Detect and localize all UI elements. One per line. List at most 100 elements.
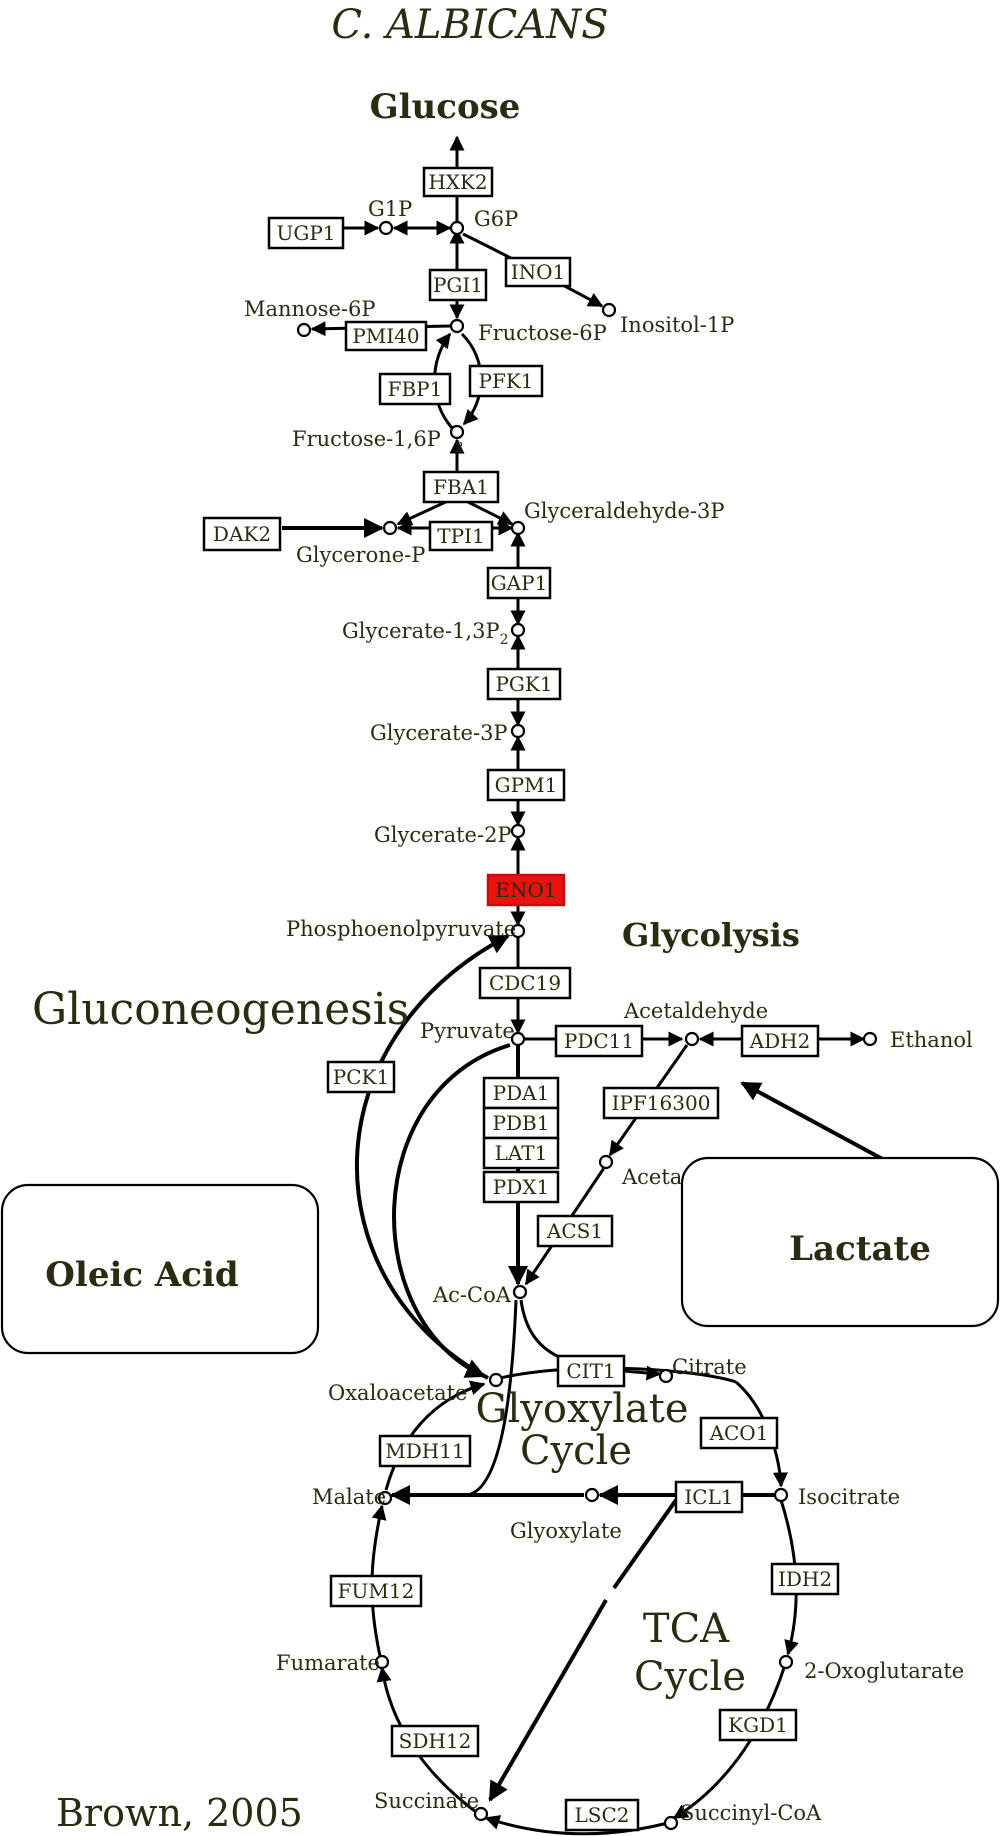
node-malate	[377, 1490, 393, 1506]
enzyme-aco1: ACO1	[699, 1416, 779, 1450]
enzyme-pda1: PDA1	[482, 1076, 560, 1110]
node-g1p	[378, 220, 394, 236]
label-malate: Malate	[312, 1485, 386, 1509]
label-succinate: Succinate	[374, 1789, 479, 1813]
enzyme-pck1-label: PCK1	[333, 1065, 389, 1089]
node-g13p	[510, 622, 526, 638]
label-fructose-6p: Fructose-6P	[478, 321, 607, 345]
enzyme-sdh12: SDH12	[390, 1724, 480, 1758]
node-accoa	[512, 1284, 528, 1300]
enzyme-pda1-label: PDA1	[493, 1081, 550, 1105]
edge-pck1	[355, 934, 510, 1380]
edge-accoa-malate	[467, 1299, 518, 1497]
label-glyoxylate-line2: Cycle	[520, 1428, 632, 1474]
label-glycerate-3p: Glycerate-3P	[370, 721, 508, 745]
label-glycerate-13p-main: Glycerate-1,3P	[342, 619, 500, 643]
label-fructose-16p-sub: 2	[455, 440, 464, 456]
metabolite-nodes	[296, 220, 878, 1831]
enzyme-dak2: DAK2	[202, 516, 282, 552]
enzyme-pdb1: PDB1	[482, 1106, 560, 1140]
enzyme-idh2: IDH2	[770, 1562, 840, 1596]
node-glyoxylate	[584, 1487, 600, 1503]
node-inositol	[601, 302, 617, 318]
label-acetaldehyde: Acetaldehyde	[623, 999, 768, 1023]
edge-fba1-gap	[463, 498, 514, 526]
enzyme-pdx1: PDX1	[482, 1170, 560, 1204]
enzyme-pmi40: PMI40	[344, 320, 428, 352]
node-glycerone	[382, 520, 398, 536]
node-g6p	[449, 220, 465, 236]
enzyme-gap1-label: GAP1	[491, 571, 548, 595]
enzyme-mdh11: MDH11	[378, 1434, 472, 1468]
label-citrate: Citrate	[672, 1355, 747, 1379]
enzyme-ugp1: UGP1	[267, 216, 345, 250]
enzyme-pdc11-label: PDC11	[564, 1029, 634, 1053]
enzyme-pgi1-label: PGI1	[433, 273, 483, 297]
node-succinate	[473, 1806, 489, 1822]
node-ethanol	[862, 1031, 878, 1047]
enzyme-icl1-label: ICL1	[684, 1485, 733, 1509]
node-g3p	[510, 723, 526, 739]
node-pyruvate	[510, 1031, 526, 1047]
enzyme-ino1-label: INO1	[511, 260, 566, 284]
label-pep: Phosphoenolpyruvate	[286, 917, 516, 941]
label-succinyl-coa: Succinyl-CoA	[680, 1801, 822, 1825]
enzyme-sdh12-label: SDH12	[399, 1729, 472, 1753]
lactate-panel	[680, 1156, 1000, 1328]
enzyme-ipf16300: IPF16300	[602, 1086, 720, 1120]
edge-oxoglutarate-succinylcoa	[672, 1667, 786, 1820]
label-gluconeogenesis: Gluconeogenesis	[32, 984, 409, 1035]
enzyme-ugp1-label: UGP1	[276, 221, 335, 245]
enzyme-lsc2-label: LSC2	[574, 1803, 629, 1827]
enzyme-fum12: FUM12	[329, 1574, 423, 1608]
label-fructose-16p-main: Fructose-1,6P	[292, 427, 441, 451]
label-tca-line1: TCA	[643, 1606, 730, 1652]
enzyme-pgi1: PGI1	[428, 268, 488, 302]
label-glucose: Glucose	[370, 87, 521, 127]
enzyme-eno1-label: ENO1	[495, 878, 556, 902]
edge-succinylcoa-succinate	[484, 1815, 669, 1836]
label-g1p: G1P	[368, 197, 412, 221]
enzyme-pdx1-label: PDX1	[493, 1175, 549, 1199]
enzyme-cit1: CIT1	[556, 1354, 626, 1388]
metabolite-labels: G1P G6P Inositol-1P Mannose-6P Fructose-…	[244, 197, 973, 1825]
enzyme-mdh11-label: MDH11	[385, 1439, 464, 1463]
enzyme-adh2: ADH2	[740, 1024, 820, 1058]
label-2-oxoglutarate: 2-Oxoglutarate	[804, 1659, 964, 1683]
enzymes: HXK2 UGP1 INO1 PGI1 PMI40 FBP1 PFK1 FBA1…	[202, 166, 840, 1832]
enzyme-fbp1-label: FBP1	[388, 377, 443, 401]
enzyme-fum12-label: FUM12	[338, 1579, 415, 1603]
node-f16p	[449, 424, 465, 440]
node-mannose	[296, 322, 312, 338]
enzyme-pck1: PCK1	[326, 1060, 396, 1094]
enzyme-pdb1-label: PDB1	[493, 1111, 550, 1135]
enzyme-pmi40-label: PMI40	[352, 324, 419, 348]
label-lactate: Lactate	[789, 1229, 931, 1269]
label-glycerate-13p-sub: 2	[500, 632, 509, 648]
label-oxaloacetate: Oxaloacetate	[328, 1381, 467, 1405]
label-glyceraldehyde-3p: Glyceraldehyde-3P	[524, 499, 725, 523]
enzyme-aco1-label: ACO1	[709, 1421, 769, 1445]
node-acetaldehyde	[684, 1031, 700, 1047]
enzyme-dak2-label: DAK2	[213, 522, 271, 546]
enzyme-cdc19-label: CDC19	[489, 971, 561, 995]
edge-malate-oxaloacetate	[384, 1380, 486, 1491]
node-f6p	[449, 318, 465, 334]
enzyme-pfk1: PFK1	[468, 364, 544, 398]
enzyme-lsc2: LSC2	[564, 1798, 640, 1832]
node-acetate	[598, 1154, 614, 1170]
label-tca-line2: Cycle	[634, 1654, 746, 1700]
enzyme-kgd1-label: KGD1	[728, 1713, 788, 1737]
label-glyoxylate: Glyoxylate	[510, 1519, 622, 1543]
node-pep	[510, 923, 526, 939]
node-oxaloacetate	[488, 1372, 504, 1388]
label-g6p: G6P	[474, 207, 518, 231]
enzyme-gpm1: GPM1	[486, 768, 566, 802]
node-g2p	[510, 823, 526, 839]
enzyme-gpm1-label: GPM1	[495, 773, 558, 797]
label-isocitrate: Isocitrate	[798, 1485, 900, 1509]
edge-lactate	[740, 1081, 889, 1164]
enzyme-hxk2: HXK2	[422, 166, 494, 198]
edge-icl1-succinate-b	[488, 1598, 608, 1802]
label-fructose-16p: Fructose-1,6P 2	[292, 427, 464, 456]
